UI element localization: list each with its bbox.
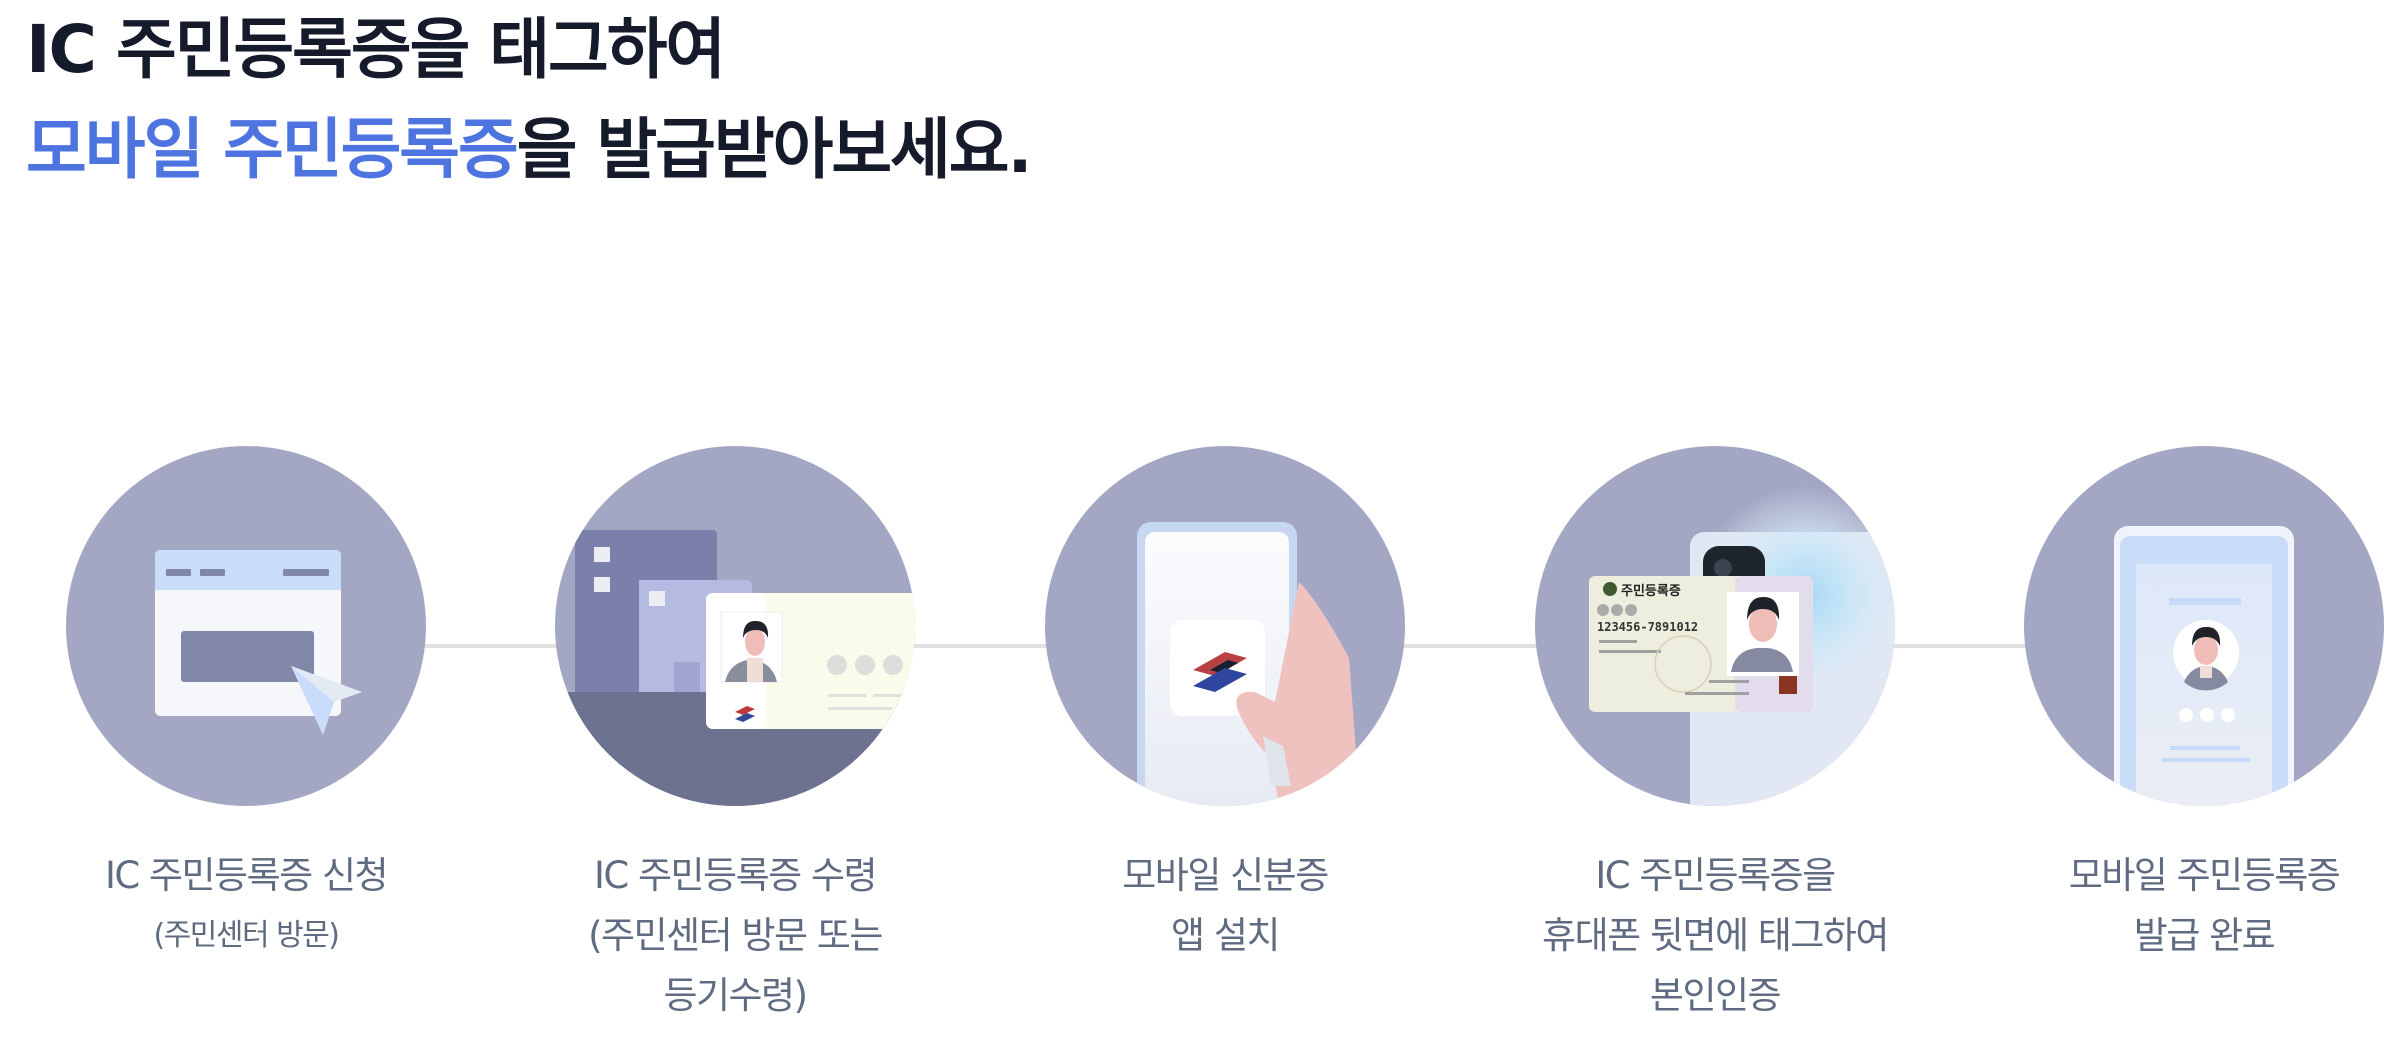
card-title: 주민등록증 (1621, 583, 1681, 599)
step-4-label: IC 주민등록증을 휴대폰 뒷면에 태그하여 본인인증 (1542, 854, 1889, 1017)
step-2: IC 주민등록증 수령 (주민센터 방문 또는 등기수령) (515, 446, 955, 1026)
headline-rest: 을 발급받아보세요. (516, 111, 1033, 188)
step-2-label: IC 주민등록증 수령 (주민센터 방문 또는 등기수령) (588, 854, 883, 1017)
step-1-sublabel: (주민센터 방문) (153, 918, 340, 953)
web-application-icon (66, 446, 426, 806)
step-5: 모바일 주민등록증 발급 완료 (1984, 446, 2402, 966)
step-1-label: IC 주민등록증 신청 (주민센터 방문) (105, 846, 389, 966)
step-5-label: 모바일 주민등록증 발급 완료 (2068, 854, 2341, 957)
nfc-tag-id-card-icon: 주민등록증 123456-7891012 (1535, 446, 1895, 806)
id-card-pickup-icon (555, 446, 915, 806)
step-1: IC 주민등록증 신청 (주민센터 방문) (26, 446, 466, 966)
headline-line-2: 모바일 주민등록증을 발급받아보세요. (26, 100, 1033, 200)
headline-accent: 모바일 주민등록증 (26, 111, 519, 188)
step-4: 주민등록증 123456-7891012 IC 주민등록증을 휴대폰 뒷면에 태… (1495, 446, 1935, 1026)
mobile-id-complete-icon (2024, 446, 2384, 806)
step-3: 모바일 신분증 앱 설치 (1005, 446, 1445, 966)
page-headline: IC 주민등록증을 태그하여 모바일 주민등록증을 발급받아보세요. (26, 0, 1033, 200)
app-install-phone-icon (1045, 446, 1405, 806)
step-3-label: 모바일 신분증 앱 설치 (1122, 854, 1329, 957)
headline-line-1: IC 주민등록증을 태그하여 (26, 11, 726, 88)
card-number: 123456-7891012 (1597, 620, 1698, 634)
